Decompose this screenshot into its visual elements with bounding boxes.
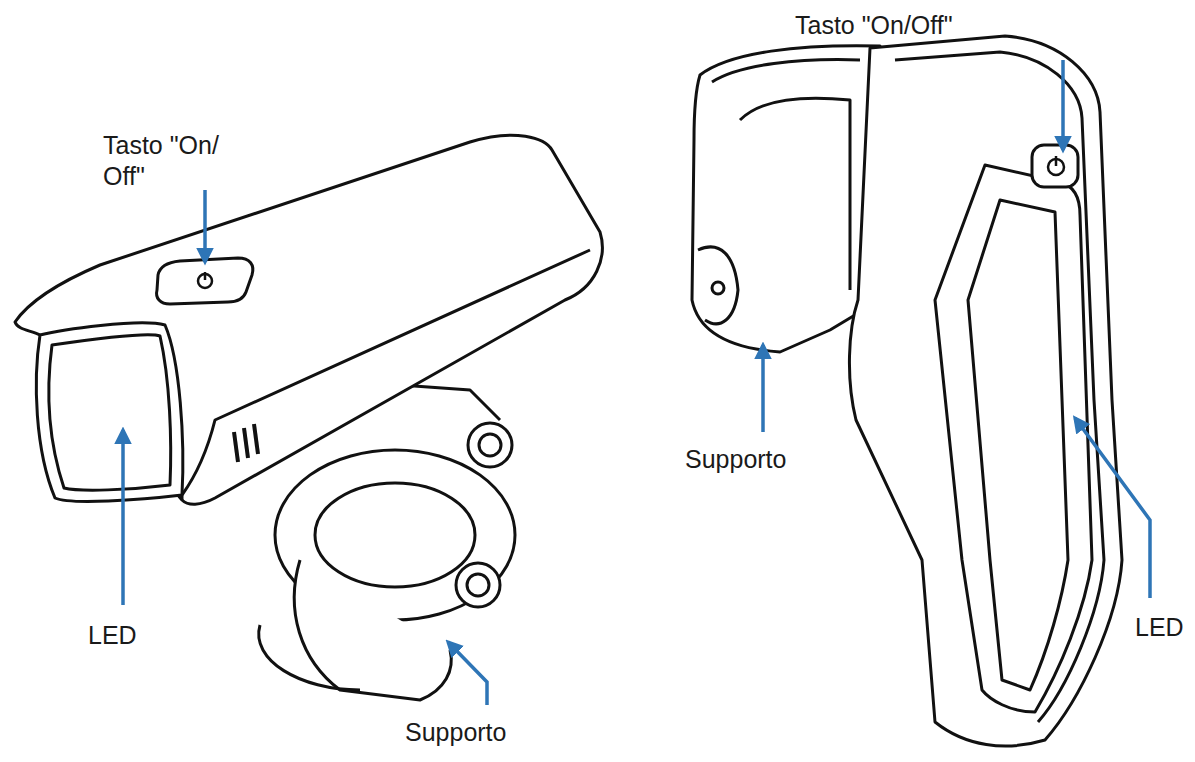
clamp-lower xyxy=(294,560,451,700)
leader-arrow xyxy=(1061,60,1065,150)
part-label: LED xyxy=(1135,612,1184,643)
led-strip xyxy=(968,200,1068,690)
tail-body xyxy=(849,36,1122,746)
clamp-hole xyxy=(315,483,475,587)
part-label: Supporto xyxy=(685,444,786,475)
part-label: LED xyxy=(88,620,137,651)
clamp-bolt xyxy=(468,423,512,467)
front-light xyxy=(15,135,602,700)
lens-inner xyxy=(49,335,171,490)
leader-arrows xyxy=(123,60,1150,705)
part-label: Supporto xyxy=(405,717,506,748)
vent xyxy=(234,432,238,462)
leader-arrow xyxy=(448,642,487,705)
support-screw xyxy=(712,282,724,294)
part-label: Tasto "On/ Off" xyxy=(103,130,253,192)
rear-light xyxy=(692,36,1122,746)
leader-arrow xyxy=(203,190,207,262)
button xyxy=(157,258,253,304)
support-clip xyxy=(692,46,880,352)
vent xyxy=(254,424,258,454)
power-icon xyxy=(204,272,207,280)
part-label: Tasto "On/Off" xyxy=(795,10,953,41)
led-panel xyxy=(935,165,1092,712)
lamp-body xyxy=(15,135,602,504)
support-hook xyxy=(698,247,738,324)
clamp-tab xyxy=(259,625,360,690)
clamp-bolt-inner xyxy=(467,574,489,596)
leader-arrow xyxy=(1075,418,1150,598)
lens xyxy=(36,323,182,502)
clamp-bolt-inner xyxy=(479,434,501,456)
leader-arrow xyxy=(121,430,125,605)
clamp-bolt xyxy=(456,563,500,607)
body-bevel xyxy=(895,52,1104,722)
power-icon xyxy=(1055,156,1058,166)
leader-arrow xyxy=(761,345,765,432)
button xyxy=(1032,145,1078,187)
support-inner xyxy=(740,98,850,290)
vent xyxy=(244,428,248,458)
support-edge xyxy=(712,60,860,82)
